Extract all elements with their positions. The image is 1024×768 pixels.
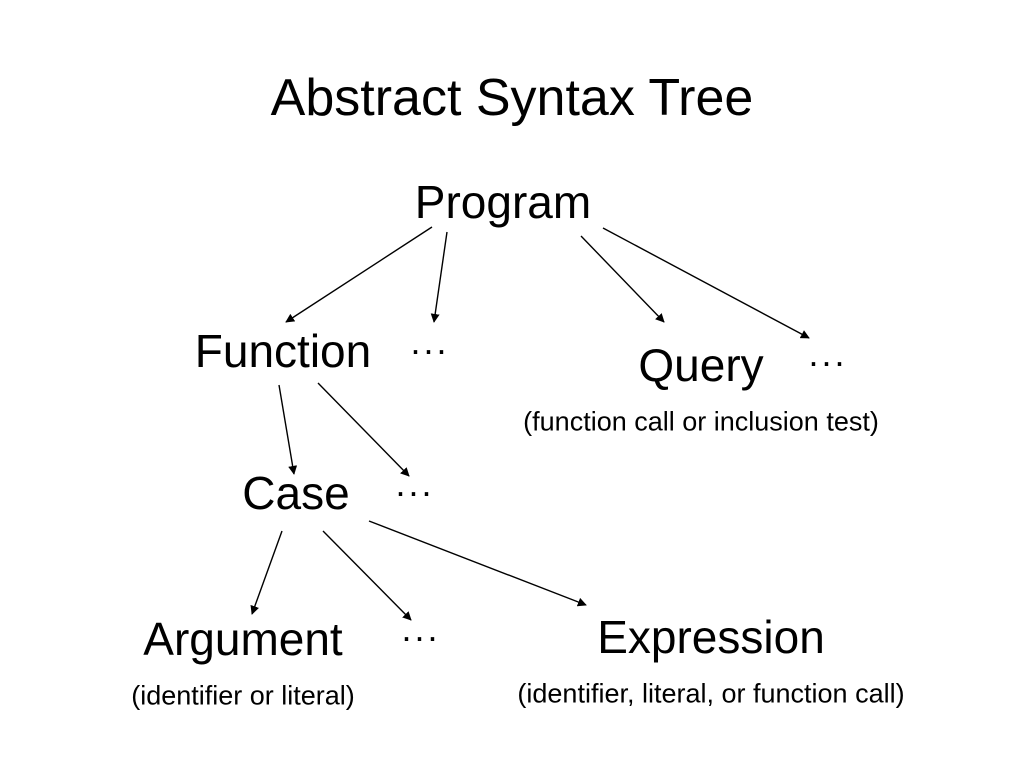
edge-program-query xyxy=(580,235,665,323)
query-siblings-ellipsis: ··· xyxy=(807,341,847,382)
node-argument: Argument xyxy=(143,613,343,665)
edge-case-expression xyxy=(368,520,587,607)
edge-program-function xyxy=(285,226,433,323)
function-siblings-ellipsis: ··· xyxy=(409,329,449,370)
edge-program-query-ellipsis xyxy=(602,227,810,339)
node-expression: Expression xyxy=(597,611,825,663)
edge-function-case xyxy=(278,384,298,475)
node-case: Case xyxy=(242,467,350,519)
argument-siblings-ellipsis: ··· xyxy=(400,616,440,657)
argument-note: (identifier or literal) xyxy=(131,680,355,711)
node-function: Function xyxy=(194,325,372,377)
page-title: Abstract Syntax Tree xyxy=(270,69,754,127)
edge-case-argument xyxy=(250,530,283,615)
query-note: (function call or inclusion test) xyxy=(523,406,879,437)
edge-program-ellipsis xyxy=(430,231,448,323)
node-query: Query xyxy=(638,339,764,391)
node-program: Program xyxy=(414,176,592,228)
case-siblings-ellipsis: ··· xyxy=(394,471,434,512)
edge-case-ellipsis xyxy=(322,530,412,621)
edge-function-ellipsis xyxy=(317,382,410,477)
expression-note: (identifier, literal, or function call) xyxy=(517,678,905,709)
